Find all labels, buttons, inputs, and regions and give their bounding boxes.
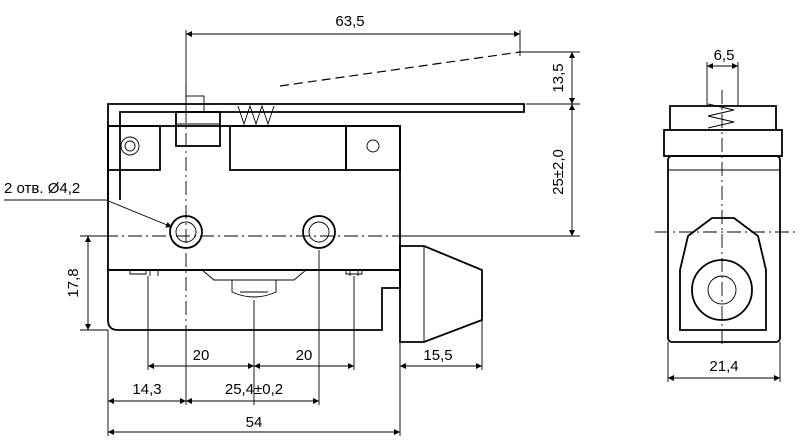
spring-housing xyxy=(229,125,347,171)
hole-callout-arrow xyxy=(105,199,173,228)
spring xyxy=(237,104,275,126)
dim-label-lever-height: 13,5 xyxy=(550,63,567,92)
top-right-block xyxy=(345,125,401,171)
dim-label-side-lever: 6,5 xyxy=(714,47,735,64)
side-bracket-ears xyxy=(663,129,783,157)
side-roller-hub xyxy=(707,275,737,305)
lever-travel-dashed xyxy=(279,51,521,87)
switch-base xyxy=(107,269,401,331)
dim-label-offset-right: 20 xyxy=(296,347,313,364)
mount-hole-right-inner xyxy=(308,221,330,243)
side-top-bracket xyxy=(669,105,777,130)
mount-hole-left-inner xyxy=(175,221,197,243)
mount-hole-right xyxy=(302,215,336,249)
dim-label-offset-left: 20 xyxy=(193,347,210,364)
side-roller xyxy=(691,259,753,321)
dim-label-side-width: 21,4 xyxy=(709,358,738,375)
dim-label-hole-spacing: 25,4±0,2 xyxy=(225,381,283,398)
terminal-screw-center xyxy=(231,280,277,298)
top-bracket xyxy=(107,125,161,171)
lever-arm xyxy=(107,103,525,200)
side-roller-frame xyxy=(679,217,767,331)
terminal-ticks xyxy=(149,270,359,276)
switch-body xyxy=(107,125,401,271)
side-body xyxy=(667,155,781,343)
bracket-hole-left-inner xyxy=(124,140,136,152)
roller-housing xyxy=(399,245,483,343)
base-groove xyxy=(129,270,363,275)
bracket-hole-right xyxy=(366,139,380,153)
side-view: 6,5 21,4 xyxy=(655,47,795,382)
plunger xyxy=(175,111,221,147)
dim-label-base-height: 17,8 xyxy=(65,268,82,297)
dim-label-mount-height: 25±2,0 xyxy=(550,149,567,195)
front-view: 63,5 13,5 25±2,0 2 отв. Ø4,2 17,8 20 20 xyxy=(4,13,580,436)
dim-label-roller: 15,5 xyxy=(423,347,452,364)
dim-label-total: 63,5 xyxy=(335,13,364,30)
dim-label-left-to-hole: 14,3 xyxy=(132,381,161,398)
hole-callout-label: 2 отв. Ø4,2 xyxy=(4,180,80,197)
base-notch xyxy=(201,269,307,281)
mount-hole-left xyxy=(169,215,203,249)
plunger-cap xyxy=(185,95,205,113)
bracket-hole-left xyxy=(120,136,140,156)
side-spring xyxy=(707,103,735,129)
dim-label-body-length: 54 xyxy=(246,414,263,431)
